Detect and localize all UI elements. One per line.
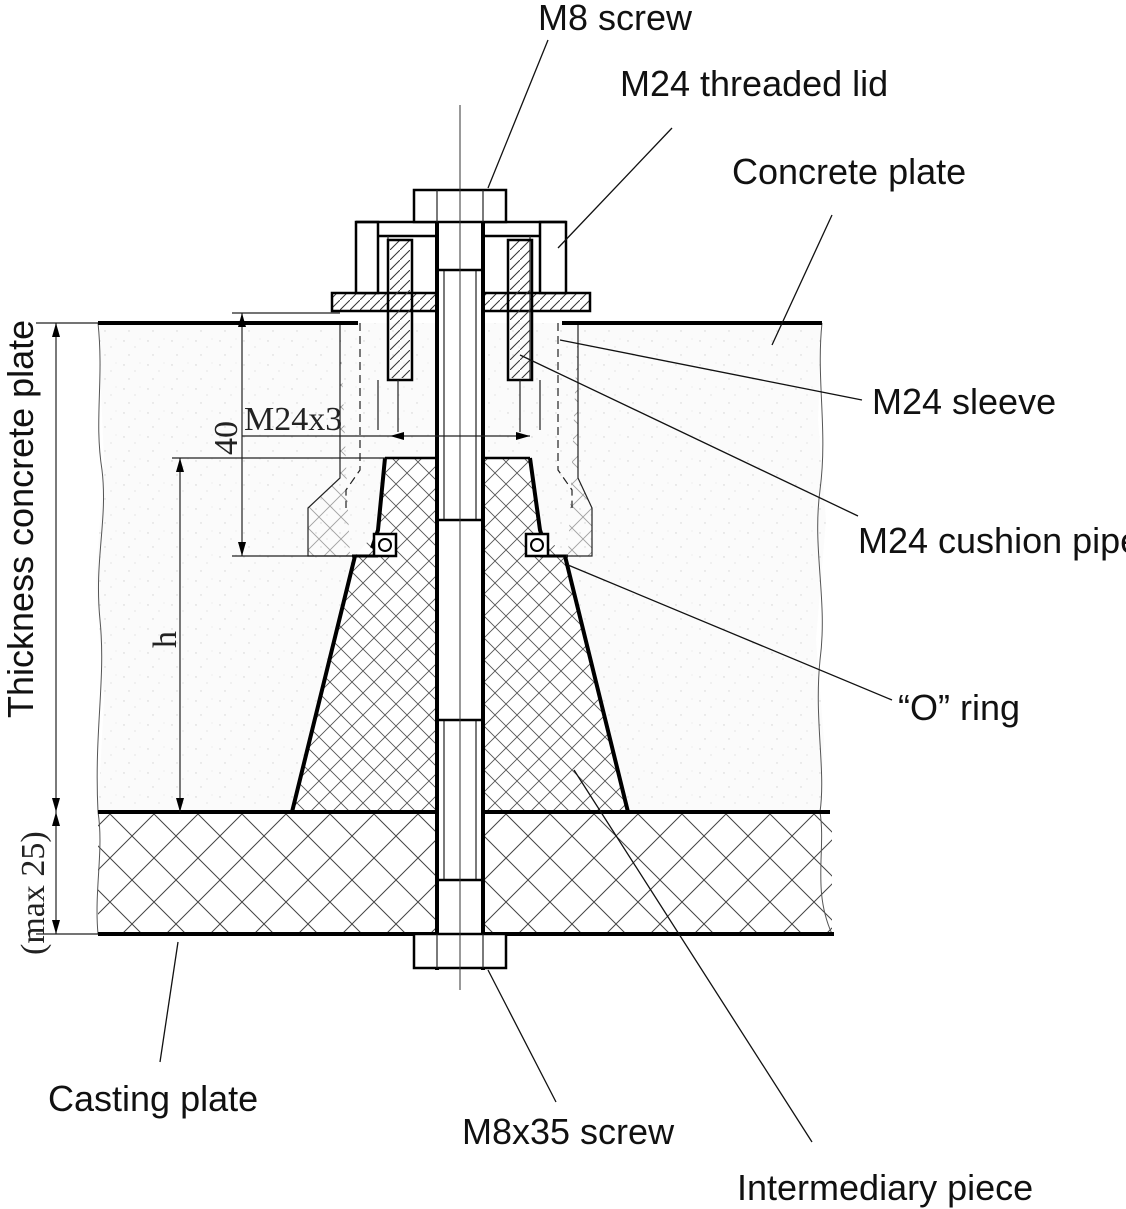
dimension-thread: M24x3: [244, 401, 342, 438]
dimension-h: h: [147, 631, 184, 648]
label-concrete-plate: Concrete plate: [732, 151, 966, 192]
label-m8x35-screw: M8x35 screw: [462, 1111, 675, 1152]
label-m24-threaded-lid: M24 threaded lid: [620, 63, 888, 104]
label-m8-screw: M8 screw: [538, 0, 693, 38]
label-m24-sleeve: M24 sleeve: [872, 381, 1056, 422]
m24-cushion-pipe: [377, 238, 541, 432]
label-max-25: (max 25): [15, 831, 52, 955]
label-casting-plate: Casting plate: [48, 1078, 258, 1119]
label-intermediary-piece: Intermediary piece: [737, 1167, 1033, 1208]
label-o-ring: “O” ring: [898, 687, 1020, 728]
dimension-40: 40: [208, 421, 245, 455]
leader-lines: [159, 39, 893, 1143]
m24-sleeve: [307, 323, 593, 557]
o-ring: [372, 532, 550, 558]
label-thickness-concrete-plate: Thickness concrete plate: [0, 320, 41, 718]
label-m24-cushion-pipe: M24 cushion pipe: [858, 520, 1126, 561]
dimension-lines: [36, 312, 530, 935]
